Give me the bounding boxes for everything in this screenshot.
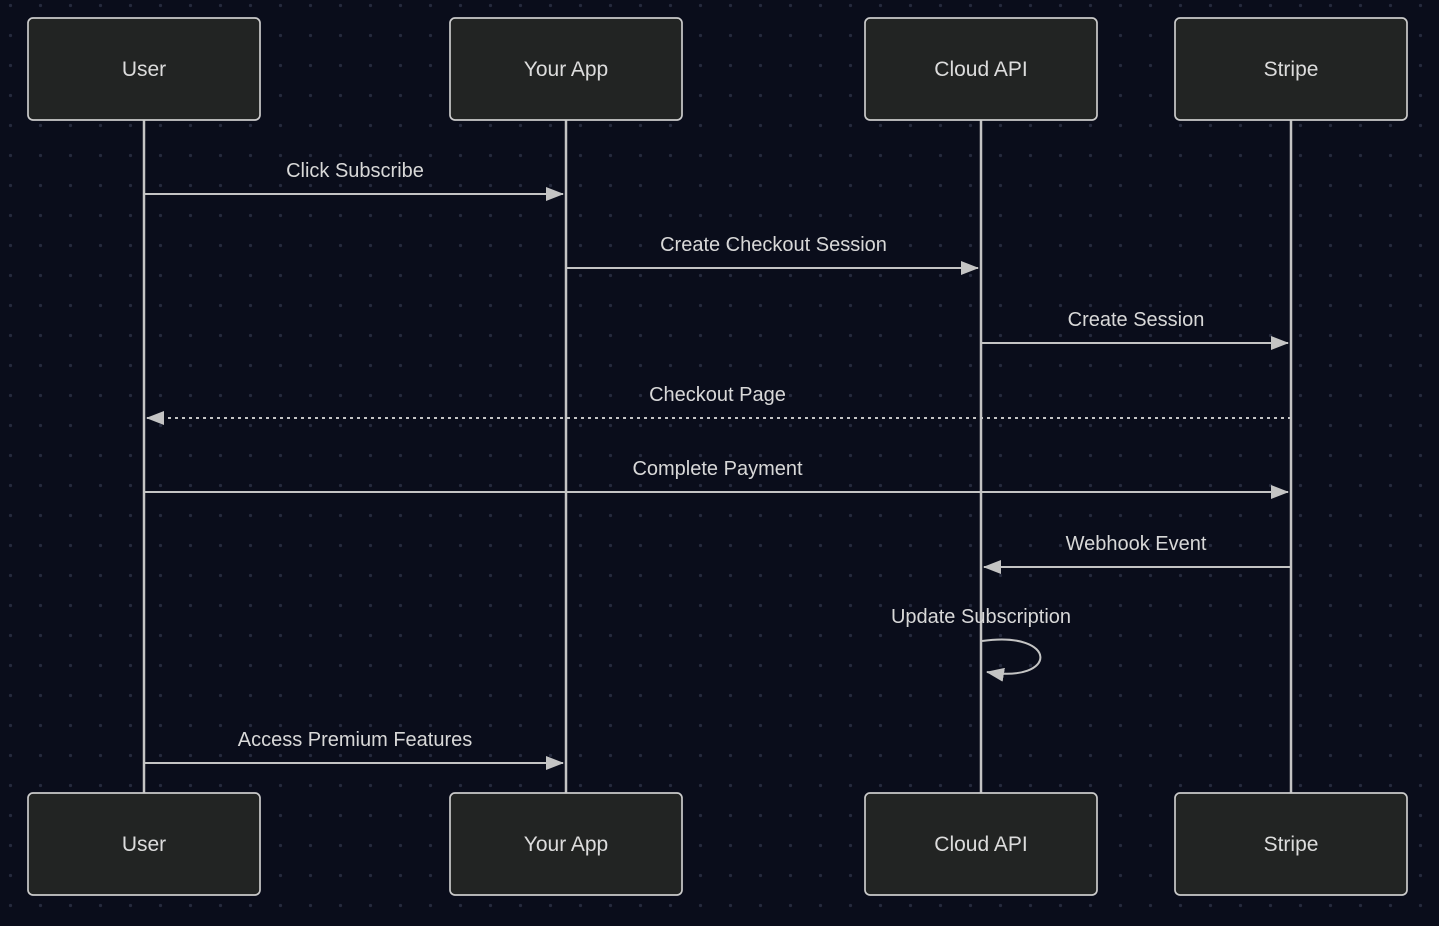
actor-label: User — [122, 833, 166, 856]
message-label: Checkout Page — [649, 384, 786, 406]
actor-cloud-api-bottom: Cloud API — [864, 792, 1098, 896]
message-6: Update Subscription — [891, 606, 1071, 682]
actor-your-app-top: Your App — [449, 17, 683, 121]
message-0: Click Subscribe — [144, 160, 564, 201]
actor-box — [864, 792, 1098, 896]
actor-stripe-top: Stripe — [1174, 17, 1408, 121]
actor-box — [27, 792, 261, 896]
message-label: Create Checkout Session — [660, 234, 887, 256]
actor-box — [864, 17, 1098, 121]
actor-user-bottom: User — [27, 792, 261, 896]
actor-box — [449, 792, 683, 896]
actor-box — [1174, 792, 1408, 896]
message-label: Update Subscription — [891, 606, 1071, 628]
message-3: Checkout Page — [146, 384, 1291, 425]
actor-label: Your App — [524, 833, 608, 856]
message-label: Access Premium Features — [238, 729, 473, 751]
message-7: Access Premium Features — [144, 729, 564, 770]
actor-label: Cloud API — [934, 58, 1027, 81]
message-5: Webhook Event — [983, 533, 1291, 574]
actor-stripe-bottom: Stripe — [1174, 792, 1408, 896]
actor-label: Your App — [524, 58, 608, 81]
actor-label: Cloud API — [934, 833, 1027, 856]
self-message-arrow — [981, 638, 1042, 682]
actor-label: Stripe — [1264, 833, 1319, 856]
message-label: Complete Payment — [632, 458, 803, 480]
actor-your-app-bottom: Your App — [449, 792, 683, 896]
message-1: Create Checkout Session — [566, 234, 979, 275]
message-4: Complete Payment — [144, 458, 1289, 499]
actor-label: Stripe — [1264, 58, 1319, 81]
actor-box — [449, 17, 683, 121]
actor-box — [27, 17, 261, 121]
message-label: Click Subscribe — [286, 160, 424, 182]
message-2: Create Session — [981, 309, 1289, 350]
actor-label: User — [122, 58, 166, 81]
actor-box — [1174, 17, 1408, 121]
message-label: Webhook Event — [1066, 533, 1207, 555]
message-label: Create Session — [1068, 309, 1205, 331]
actor-user-top: User — [27, 17, 261, 121]
actor-cloud-api-top: Cloud API — [864, 17, 1098, 121]
